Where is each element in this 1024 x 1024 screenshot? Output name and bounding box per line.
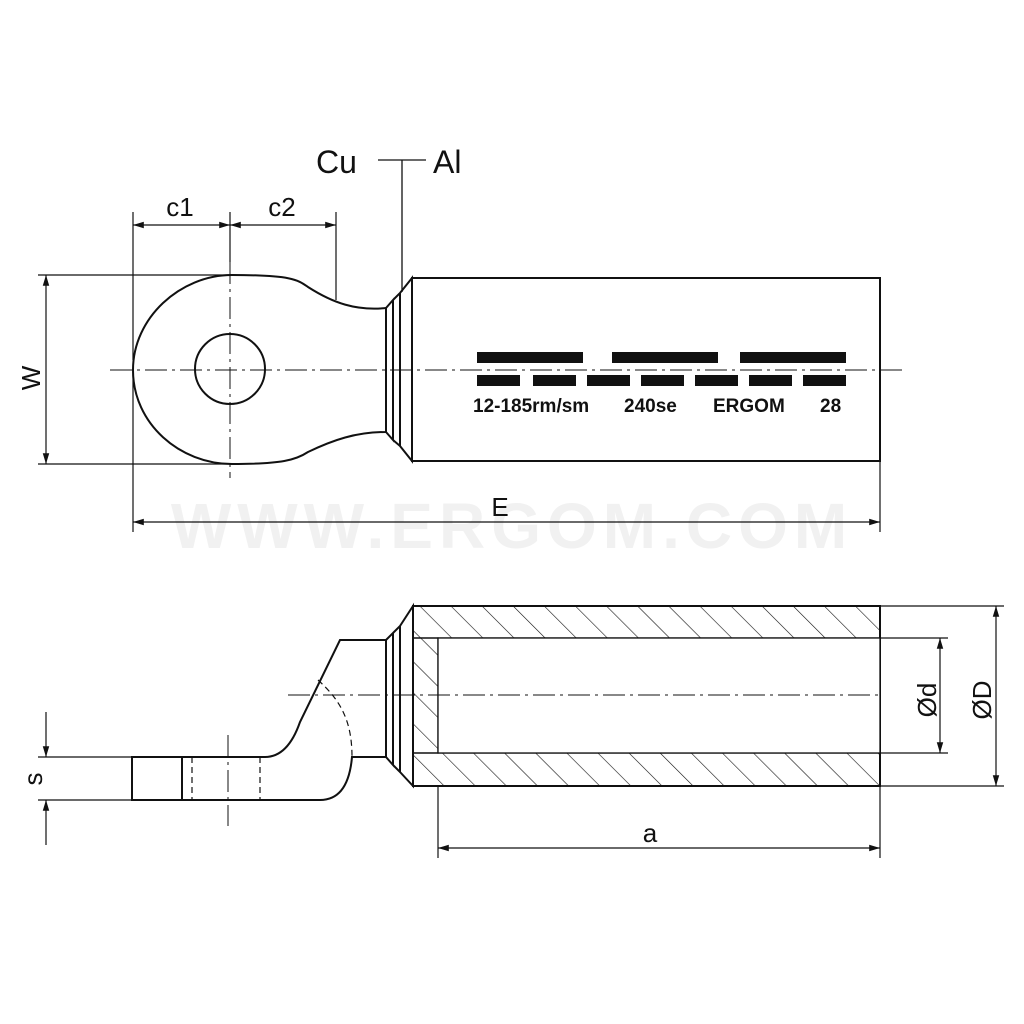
hidden-hole xyxy=(191,679,353,800)
dim-outer-diameter xyxy=(880,605,1004,787)
dim-a xyxy=(437,786,881,858)
marking-die: 240se xyxy=(624,396,677,417)
marking-range: 12-185rm/sm xyxy=(473,396,589,417)
palm-outline xyxy=(131,273,387,466)
dim-label-c1: c1 xyxy=(166,192,193,222)
dim-label-c2: c2 xyxy=(268,192,295,222)
dim-label-e: E xyxy=(491,492,508,522)
dim-w xyxy=(38,274,232,465)
top-centerlines xyxy=(110,262,905,478)
side-palm-outline xyxy=(131,639,387,801)
barrel-hatching xyxy=(412,605,881,787)
dim-s xyxy=(38,712,132,845)
marking-brand: ERGOM xyxy=(713,396,785,417)
dim-c1-c2 xyxy=(132,212,337,360)
label-al: Al xyxy=(433,144,461,180)
dim-label-outer-diameter: ØD xyxy=(967,681,997,720)
side-centerlines xyxy=(227,694,880,826)
dim-inner-diameter xyxy=(880,637,948,754)
dim-label-w: W xyxy=(16,365,46,390)
side-collar xyxy=(385,602,414,789)
cu-al-junction-marker xyxy=(378,159,426,292)
dim-label-a: a xyxy=(643,818,658,848)
crimp-marks xyxy=(477,352,846,386)
dim-e xyxy=(132,372,881,532)
marking-code: 28 xyxy=(820,396,841,417)
dim-label-inner-diameter: Ød xyxy=(912,683,942,718)
dim-label-s: s xyxy=(18,773,48,786)
label-cu: Cu xyxy=(316,144,357,180)
watermark-text: WWW.ERGOM.COM xyxy=(171,490,853,562)
